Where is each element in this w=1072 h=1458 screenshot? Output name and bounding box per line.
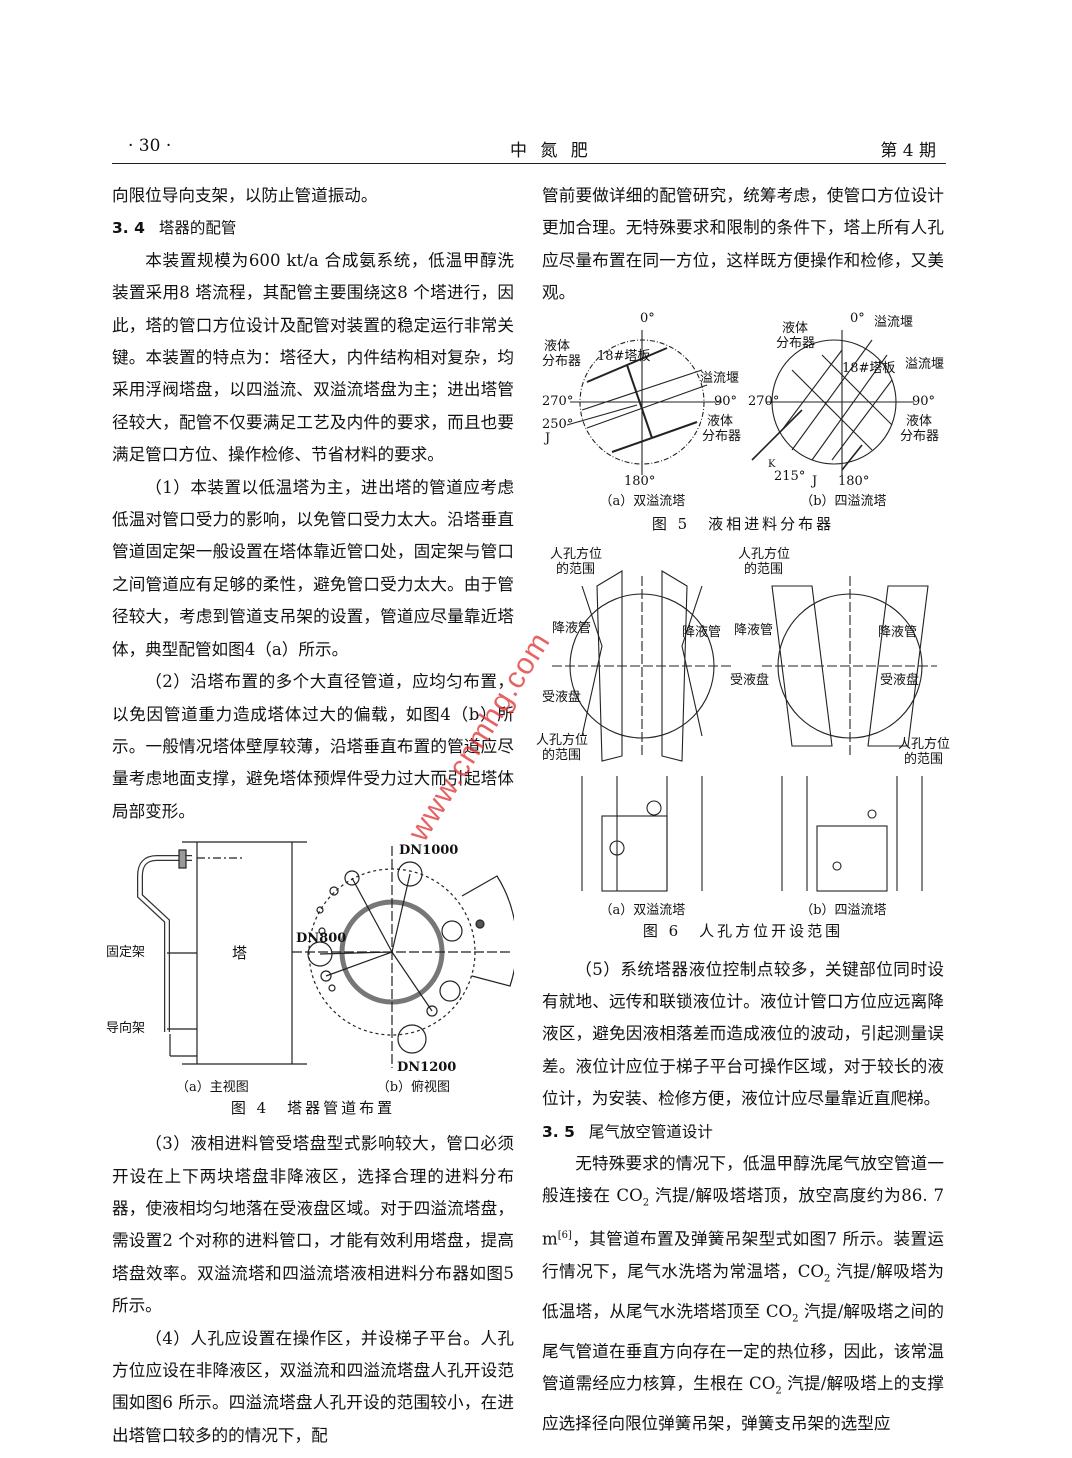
paragraph: 本装置规模为600 kt/a 合成氨系统，低温甲醇洗装置采用8 塔流程，其配管主… (112, 250, 514, 465)
figure-caption: 图 5 液相进料分布器 (651, 514, 835, 533)
downcomer-label: 降液管 (552, 620, 592, 636)
text: 汽提/解吸塔塔顶，放空高度约为86. 7 m (542, 1186, 945, 1249)
angle-0-label: 0° (640, 310, 655, 326)
figure-caption: 图 6 人孔方位开设范围 (642, 921, 844, 940)
manhole-range-label: 的范围 (744, 561, 784, 577)
nozzle-k-label: K (768, 458, 776, 470)
citation: [6] (557, 1230, 572, 1242)
figure-4-drawing (137, 841, 514, 1069)
figure-6: 人孔方位 的范围 降液管 降液管 受液盘 人孔方位 的范围 人孔方位 的范围 降… (536, 546, 950, 954)
paragraph: （5）系统塔器液位控制点较多，关键部位同时设有就地、远传和联锁液位计。液位计管口… (542, 959, 944, 1109)
right-column: 管前要做详细的配管研究，统筹考虑，使管口方位设计更加合理。无特殊要求和限制的条件… (536, 180, 950, 1440)
figure-5: 0° 270° 90° 180° 250° J 液体 分布器 18#塔板 溢流堰… (542, 310, 944, 546)
text: 无特殊要求的情况下，低温甲醇洗尾气放空管道一般连接在 CO (542, 1154, 944, 1206)
weir-label: 溢流堰 (905, 356, 945, 372)
section-heading-3-5: 3. 5 尾气放空管道设计 (542, 1116, 944, 1148)
subcaption-b: （b）四溢流塔 (800, 902, 887, 918)
liquid-distributor-label: 分布器 (702, 428, 742, 444)
figure-5-drawing (566, 329, 914, 475)
paragraph: 管前要做详细的配管研究，统筹考虑，使管口方位设计更加合理。无特殊要求和限制的条件… (542, 186, 944, 303)
angle-0-label: 0° (850, 310, 865, 326)
paragraph: （1）本装置以低温塔为主，进出塔的管道应考虑低温对管口受力的影响，以免管口受力太… (112, 477, 514, 659)
downcomer-label: 降液管 (878, 624, 918, 640)
receiving-pan-label: 受液盘 (542, 689, 582, 705)
tower-label: 塔 (232, 944, 248, 963)
paragraph: 向限位导向支架，以防止管道振动。 (112, 186, 378, 205)
left-column: 向限位导向支架，以防止管道振动。 3. 4 塔器的配管 本装置规模为600 kt/… (106, 180, 514, 1452)
manhole-range-label: 人孔方位 (898, 736, 951, 752)
text: 汽提/解吸塔为低温塔，从尾气水洗塔塔顶至 CO (542, 1262, 944, 1321)
subcaption-a: （a）双溢流塔 (599, 902, 686, 918)
text: 汽提/解吸塔之间的尾气管道在垂直方向存在一定的热位移，因此，该常温管道需经应力核… (542, 1301, 944, 1393)
receiving-pan-label: 受液盘 (730, 672, 770, 688)
manhole-range-label: 的范围 (542, 747, 582, 763)
section-title: 塔器的配管 (158, 219, 237, 238)
nozzle-j-label: J (812, 473, 818, 489)
page-number: · 30 · (128, 136, 172, 156)
subcaption-a: （a）双溢流塔 (599, 493, 686, 509)
section-title: 尾气放空管道设计 (588, 1122, 713, 1141)
liquid-distributor-label: 液体 (707, 413, 734, 429)
weir-label: 溢流堰 (874, 314, 914, 330)
figure-4: 固定架 导向架 塔 DN1000 DN800 DN1200 （a）主视图 （b）俯… (106, 836, 514, 1128)
fixed-support-label: 固定架 (106, 945, 146, 961)
journal-name: 中 氮 肥 (510, 141, 592, 161)
angle-180-label: 180° (838, 473, 870, 489)
figure-caption: 图 4 塔器管道布置 (230, 1099, 396, 1118)
angle-90-label: 90° (912, 393, 936, 409)
angle-250-label: 250° (542, 416, 574, 432)
text: 汽提/解吸塔上的支撑应选择径向限位弹簧吊架，弹簧支吊架的选型应 (542, 1373, 944, 1433)
liquid-distributor-label: 液体 (782, 320, 809, 336)
liquid-distributor-label: 液体 (906, 413, 933, 429)
angle-270-label: 270° (748, 393, 780, 409)
tray-label: 18#塔板 (597, 348, 651, 364)
paragraph: （2）沿塔布置的多个大直径管道，应均匀布置，以免因管道重力造成塔体过大的偏载，如… (112, 672, 514, 821)
manhole-range-label: 人孔方位 (536, 732, 589, 748)
manhole-range-label: 人孔方位 (738, 546, 791, 562)
figure-6-drawing (552, 569, 937, 892)
weir-label: 溢流堰 (700, 370, 740, 386)
paragraph: 无特殊要求的情况下，低温甲醇洗尾气放空管道一般连接在 CO2 汽提/解吸塔塔顶，… (542, 1148, 944, 1440)
section-heading-3-4: 3. 4 塔器的配管 (112, 212, 514, 244)
dn1000-label: DN1000 (399, 843, 459, 859)
downcomer-label: 降液管 (682, 624, 722, 640)
section-number: 3. 5 (542, 1122, 575, 1141)
subscript: 2 (824, 1273, 831, 1285)
angle-180-label: 180° (624, 473, 656, 489)
paragraph: （3）液相进料管受塔盘型式影响较大，管口必须开设在上下两块塔盘非降液区，选择合理… (112, 1134, 514, 1316)
dn800-label: DN800 (296, 931, 347, 947)
dn1200-label: DN1200 (397, 1060, 457, 1076)
subscript: 2 (792, 1313, 799, 1325)
tray-label: 18#塔板 (842, 360, 896, 376)
nozzle-j-label: J (545, 430, 551, 446)
subcaption-a: （a）主视图 (175, 1080, 249, 1096)
manhole-range-label: 的范围 (556, 561, 596, 577)
subcaption-b: （b）俯视图 (376, 1080, 451, 1096)
section-number: 3. 4 (112, 219, 145, 238)
guide-support-label: 导向架 (106, 1021, 146, 1037)
manhole-range-label: 人孔方位 (550, 546, 603, 562)
angle-270-label: 270° (542, 393, 574, 409)
page-header: · 30 · 中 氮 肥 第 4 期 (112, 134, 946, 164)
subscript: 2 (642, 1197, 650, 1209)
paragraph: （4）人孔应设置在操作区，并设梯子平台。人孔方位应设在非降液区，双溢流和四溢流塔… (112, 1328, 514, 1445)
liquid-distributor-label: 液体 (544, 338, 571, 354)
angle-215-label: 215° (774, 468, 806, 484)
angle-90-label: 90° (714, 393, 738, 409)
subscript: 2 (775, 1385, 782, 1397)
liquid-distributor-label: 分布器 (900, 428, 940, 444)
subcaption-b: （b）四溢流塔 (800, 493, 887, 509)
receiving-pan-label: 受液盘 (880, 672, 920, 688)
manhole-range-label: 的范围 (904, 751, 944, 767)
liquid-distributor-label: 分布器 (776, 335, 816, 351)
text: ，其管道布置及弹簧吊架型式如图7 所示。装置运行情况下，尾气水洗塔为常温塔，CO (542, 1229, 944, 1282)
downcomer-label: 降液管 (734, 622, 774, 638)
liquid-distributor-label: 分布器 (542, 353, 582, 369)
issue-number: 第 4 期 (880, 141, 936, 161)
